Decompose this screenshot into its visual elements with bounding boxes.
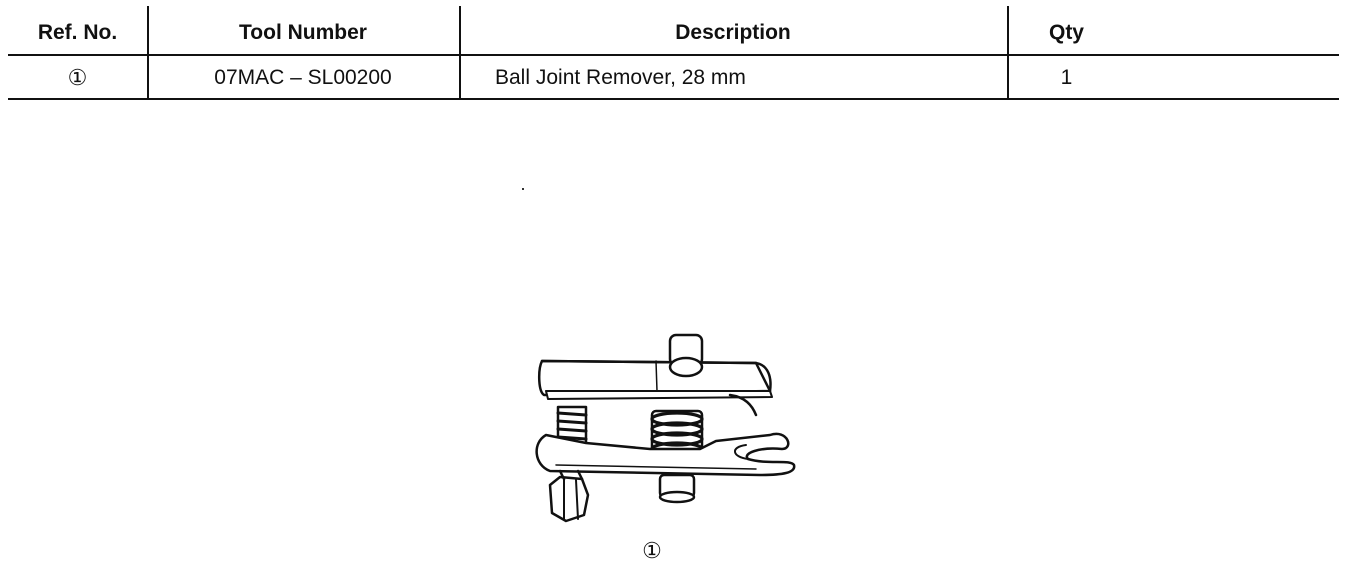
table-header-row: Ref. No. Tool Number Description Qty [8, 6, 1339, 56]
column-divider [459, 54, 461, 100]
stray-mark [522, 188, 524, 190]
ball-joint-remover-illustration [535, 333, 796, 523]
column-divider [147, 54, 149, 100]
column-divider [1007, 54, 1009, 100]
figure-ref-label: ① [642, 538, 662, 563]
header-tool-number: Tool Number [239, 21, 367, 44]
header-ref-no: Ref. No. [37, 21, 118, 44]
column-divider [147, 6, 149, 54]
cell-description: Ball Joint Remover, 28 mm [495, 66, 746, 89]
cell-tool-number: 07MAC – SL00200 [214, 66, 392, 89]
cell-ref-no: ① [67, 65, 88, 90]
header-qty: Qty [1048, 21, 1084, 44]
table-row: ① 07MAC – SL00200 Ball Joint Remover, 28… [8, 54, 1339, 100]
special-tools-table: Ref. No. Tool Number Description Qty ① 0… [8, 6, 1339, 100]
cell-qty: 1 [1060, 66, 1073, 89]
header-empty [1126, 6, 1339, 54]
cell-empty [1126, 56, 1339, 98]
header-description: Description [675, 21, 791, 44]
column-divider [459, 6, 461, 54]
column-divider [1007, 6, 1009, 54]
